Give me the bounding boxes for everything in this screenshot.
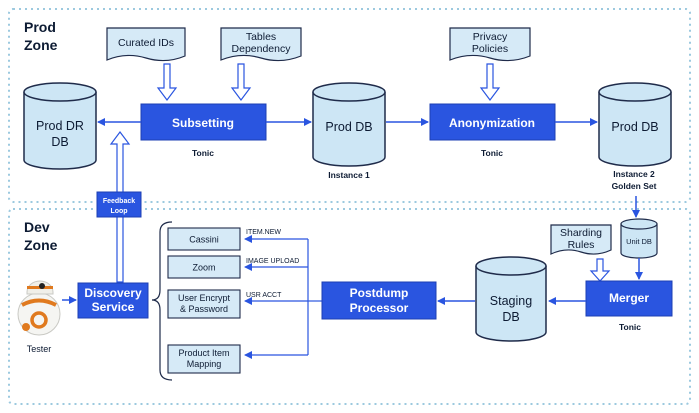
prod-zone-title: Prod <box>24 19 56 35</box>
privacy-policies-label: Privacy <box>473 31 508 43</box>
privacy-policies-label-2: Policies <box>472 43 508 55</box>
prod-dr-db-label: Prod DR <box>36 119 84 133</box>
feedback-loop-label-2: Loop <box>110 208 127 215</box>
postdump-processor-box[interactable]: Postdump Processor <box>321 281 437 320</box>
prod-zone-border <box>8 8 691 203</box>
postdump-processor-label: Postdump <box>350 286 409 300</box>
tables-dependency-label: Tables <box>246 31 276 43</box>
subsetting-caption: Tonic <box>192 148 214 158</box>
sharding-rules-arrow <box>589 258 611 282</box>
staging-db-cylinder[interactable]: Staging DB <box>475 256 547 342</box>
service-user-encrypt-password-label: User Encrypt <box>178 293 231 303</box>
dev-zone-border <box>8 208 691 405</box>
feedback-loop-label: Feedback <box>103 198 135 205</box>
subsetting-label: Subsetting <box>172 116 234 130</box>
golden-set-caption: Golden Set <box>612 181 657 191</box>
staging-db-label-2: DB <box>502 310 519 324</box>
sharding-rules-label: Sharding <box>560 227 602 239</box>
service-user-encrypt-password[interactable]: User Encrypt& Password <box>167 289 241 319</box>
privacy-policies-document[interactable]: Privacy Policies <box>449 27 531 62</box>
service-user-encrypt-password-label-2: & Password <box>180 304 228 314</box>
sharding-rules-document[interactable]: Sharding Rules <box>550 224 612 255</box>
subsetting-box[interactable]: Subsetting <box>140 103 267 141</box>
anonymization-label: Anonymization <box>449 116 535 130</box>
prod-db-golden-cylinder[interactable]: Prod DB <box>598 82 672 167</box>
discovery-service-box[interactable]: Discovery Service <box>77 282 149 319</box>
tables-dependency-arrow <box>230 63 252 101</box>
prod-dr-db-label-2: DB <box>51 135 68 149</box>
service-zoom[interactable]: Zoom <box>167 255 241 279</box>
merger-label: Merger <box>609 291 649 305</box>
dev-zone-title: Dev <box>24 219 50 235</box>
prod-db-golden-label: Prod DB <box>611 120 658 134</box>
service-product-item-mapping-label-2: Mapping <box>187 359 222 369</box>
tester-caption: Tester <box>27 344 52 354</box>
services-brace <box>151 221 173 381</box>
event-tag-item-new: ITEM.NEW <box>246 229 281 236</box>
curated-ids-arrow <box>156 63 178 101</box>
unit-db-label: Unit DB <box>626 237 652 246</box>
curated-ids-document[interactable]: Curated IDs <box>106 27 186 62</box>
anonymization-box[interactable]: Anonymization <box>429 103 556 141</box>
service-zoom-label: Zoom <box>192 263 215 273</box>
discovery-service-label: Discovery <box>84 286 142 300</box>
instance-2-caption: Instance 2 <box>613 169 655 179</box>
event-tag-image-upload: IMAGE UPLOAD <box>246 258 299 265</box>
unit-db-cylinder[interactable]: Unit DB <box>620 218 658 259</box>
staging-db-label: Staging <box>490 294 532 308</box>
prod-db-cylinder[interactable]: Prod DB <box>312 82 386 167</box>
prod-db-caption: Instance 1 <box>328 170 370 180</box>
tables-dependency-label-2: Dependency <box>232 43 292 55</box>
dev-zone-title-2: Zone <box>24 237 58 253</box>
privacy-policies-arrow <box>479 63 501 101</box>
event-tag-usr-acct: USR ACCT <box>246 292 282 299</box>
postdump-processor-label-2: Processor <box>350 301 409 315</box>
service-cassini-label: Cassini <box>189 235 219 245</box>
sharding-rules-label-2: Rules <box>568 239 595 251</box>
prod-dr-db-cylinder[interactable]: Prod DR DB <box>23 82 97 170</box>
tables-dependency-document[interactable]: Tables Dependency <box>220 27 302 62</box>
service-cassini[interactable]: Cassini <box>167 227 241 251</box>
discovery-service-label-2: Service <box>92 300 135 314</box>
prod-db-label: Prod DB <box>325 120 372 134</box>
merger-box[interactable]: Merger <box>585 280 673 317</box>
merger-caption: Tonic <box>619 322 641 332</box>
curated-ids-label: Curated IDs <box>118 37 174 49</box>
service-product-item-mapping-label: Product Item <box>178 348 229 358</box>
anonymization-caption: Tonic <box>481 148 503 158</box>
feedback-loop-badge: Feedback Loop <box>96 191 142 218</box>
tester-robot-avatar <box>17 280 61 336</box>
prod-zone-title-2: Zone <box>24 37 58 53</box>
